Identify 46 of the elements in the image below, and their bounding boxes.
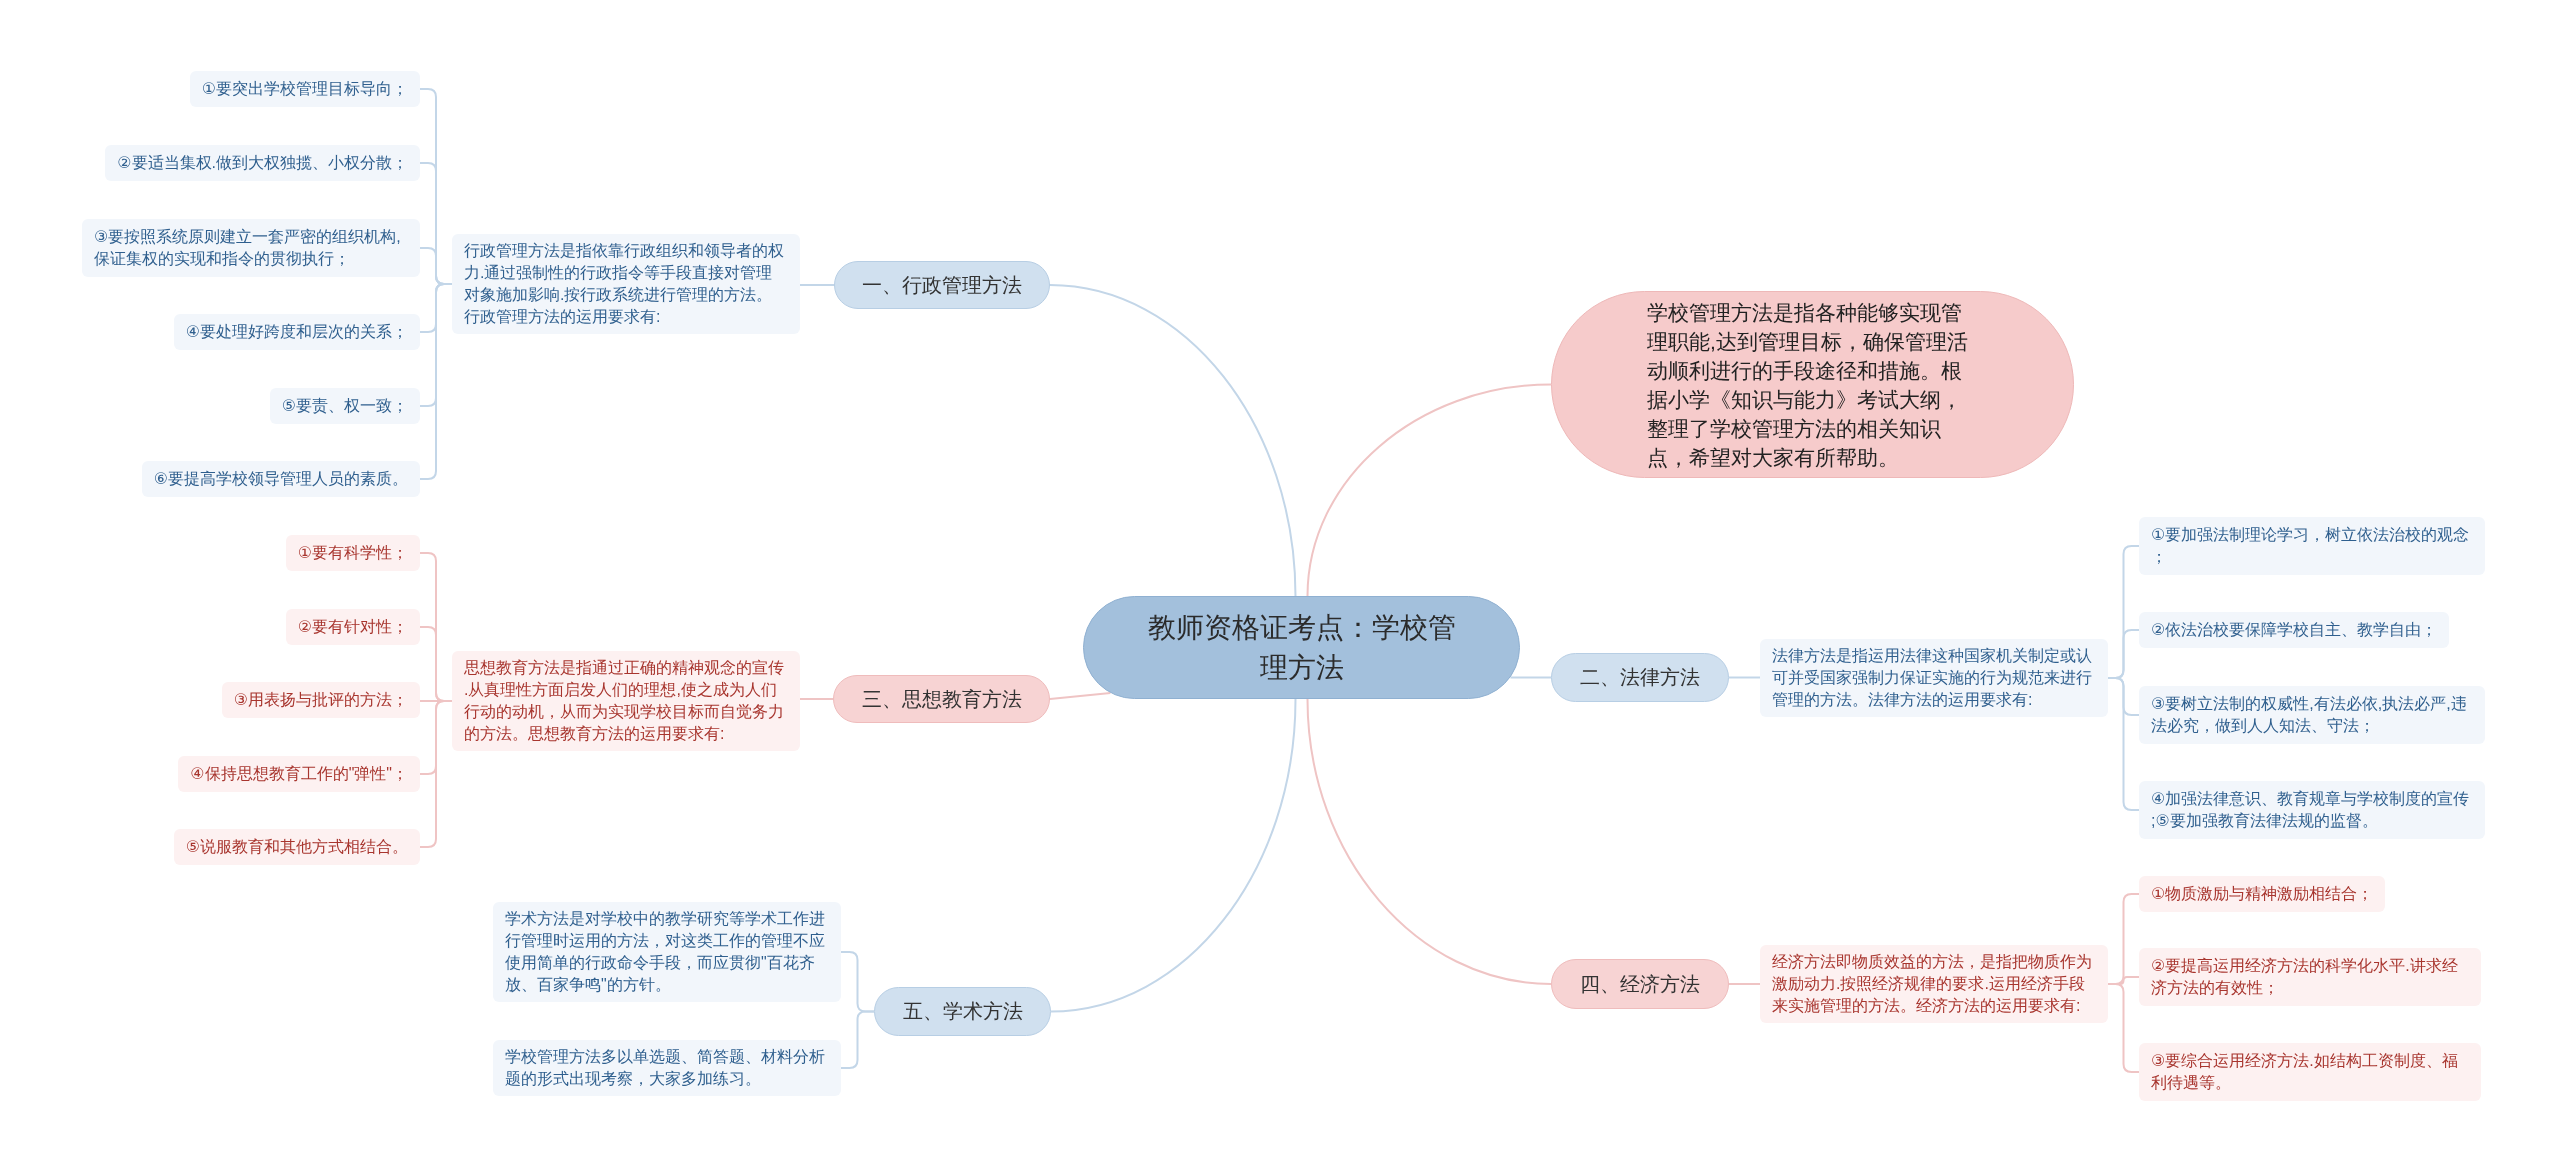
subtopic-card: ③要按照系统原则建立一套严密的组织机构,保证集权的实现和指令的贯彻执行； (82, 219, 420, 277)
connector-line (1049, 284, 1297, 597)
connector-line (419, 283, 453, 480)
subtopic-card: ③用表扬与批评的方法； (221, 682, 420, 718)
connector-line (1050, 698, 1297, 1013)
subtopic-card: ③要综合运用经济方法.如结构工资制度、福利待遇等。 (2139, 1043, 2481, 1101)
connector-line (799, 284, 835, 286)
subtopic-card: ④加强法律意识、教育规章与学校制度的宣传;⑤要加强教育法律法规的监督。 (2139, 781, 2485, 839)
subtopic-card: ②依法治校要保障学校自主、教学自由； (2139, 612, 2450, 648)
description-card: 行政管理方法是指依靠行政组织和领导者的权力.通过强制性的行政指令等手段直接对管理对象施加影响.按行政系统进行管理的方法。行政管理方法的运用要求有: (452, 234, 800, 334)
connector-line (1728, 676, 1761, 679)
summary-bubble: 学校管理方法是指各种能够实现管理职能,达到管理目标，确保管理活动顺利进行的手段途径和措施。根据小学《知识与能力》考试大纲，整理了学校管理方法的相关知识点，希望对大家有所帮助。 (1551, 291, 2074, 478)
subtopic-card: ③要树立法制的权威性,有法必依,执法必严,违法必究，做到人人知法、守法； (2139, 686, 2485, 744)
subtopic-card: ⑤说服教育和其他方式相结合。 (173, 829, 420, 865)
description-card: 思想教育方法是指通过正确的精神观念的宣传.从真理性方面启发人们的理想,使之成为人们行动的动机，从而为实现学校目标而自觉务力的方法。思想教育方法的运用要求有: (452, 651, 800, 751)
connector-line (1306, 383, 1552, 597)
branch-topic: 五、学术方法 (874, 987, 1051, 1036)
branch-topic: 一、行政管理方法 (834, 261, 1050, 309)
connector-line (419, 700, 453, 848)
branch-topic: 二、法律方法 (1551, 653, 1729, 702)
subtopic-card: ①要加强法制理论学习，树立依法治校的观念； (2139, 517, 2485, 575)
description-card: 法律方法是指运用法律这种国家机关制定或认可并受国家强制力保证实施的行为规范来进行管理的方法。法律方法的运用要求有: (1760, 639, 2108, 717)
connector-line (2107, 983, 2140, 1073)
subtopic-card: ④保持思想教育工作的"弹性"； (178, 756, 420, 792)
connector-line (840, 1010, 875, 1069)
connector-line (1728, 983, 1761, 985)
subtopic-card: ②要提高运用经济方法的科学化水平.讲求经济方法的有效性； (2139, 948, 2481, 1006)
connector-line (2107, 677, 2140, 811)
connector-line (1306, 698, 1552, 985)
description-card: 经济方法即物质效益的方法，是指把物质作为激励动力.按照经济规律的要求.运用经济手段来实施管理的方法。经济方法的运用要求有: (1760, 945, 2108, 1023)
subtopic-card: ⑤要责、权一致； (269, 388, 420, 424)
central-topic: 教师资格证考点：学校管理方法 (1083, 596, 1520, 699)
connector-line (799, 698, 834, 700)
subtopic-card: ⑥要提高学校领导管理人员的素质。 (141, 461, 420, 497)
connector-line (1509, 676, 1552, 679)
subtopic-card: ②要适当集权.做到大权独揽、小权分散； (105, 145, 420, 181)
subtopic-card: ①要有科学性； (285, 535, 420, 571)
branch-topic: 四、经济方法 (1551, 959, 1729, 1009)
description-card: 学校管理方法多以单选题、简答题、材料分析题的形式出现考察，大家多加练习。 (493, 1040, 841, 1096)
connector-line (1049, 692, 1112, 700)
subtopic-card: ①物质激励与精神激励相结合； (2139, 876, 2386, 912)
subtopic-card: ②要有针对性； (285, 609, 420, 645)
subtopic-card: ④要处理好跨度和层次的关系； (173, 314, 420, 350)
subtopic-card: ①要突出学校管理目标导向； (189, 71, 420, 107)
description-card: 学术方法是对学校中的教学研究等学术工作进行管理时运用的方法，对这类工作的管理不应使用简单的行政命令手段，而应贯彻"百花齐放、百家争鸣"的方针。 (493, 902, 841, 1002)
branch-topic: 三、思想教育方法 (833, 675, 1050, 723)
